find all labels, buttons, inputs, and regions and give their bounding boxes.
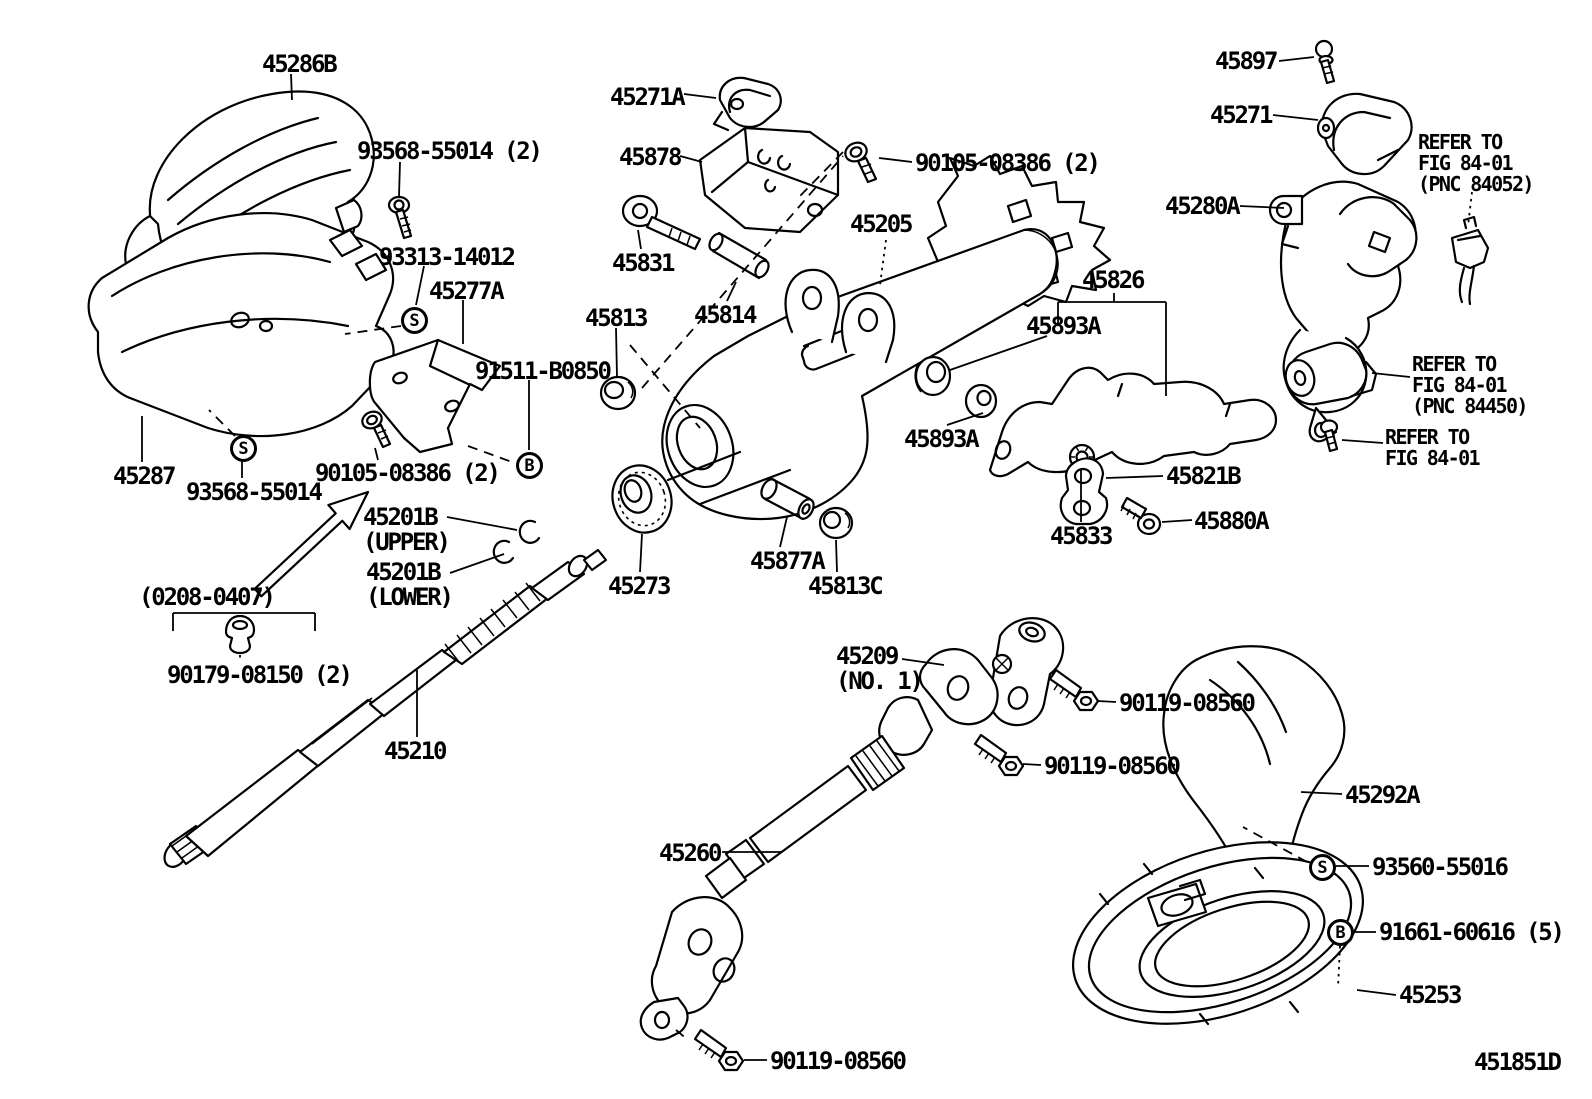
part-label-45286B: 45286B (262, 50, 338, 78)
part-label-90119-1: 90119-08560 (1119, 689, 1256, 717)
part-90119-bolt-1 (1048, 668, 1100, 712)
part-label-45277A: 45277A (429, 277, 505, 305)
part-label-91661-60616: 91661-60616 (5) (1379, 918, 1565, 946)
part-45813-bushing (599, 375, 637, 411)
part-label-45292A: 45292A (1345, 781, 1421, 809)
refer-note-pnc-84052: REFER TO FIG 84-01 (PNC 84052) (1418, 130, 1534, 196)
part-45287-column-lower-cover (87, 212, 395, 438)
part-label-91511-B0850: 91511-B0850 (475, 357, 612, 385)
part-93568-55014-screw-top (387, 195, 413, 240)
part-45273-bearing (611, 464, 673, 534)
part-label-90105-08386-top: 90105-08386 (2) (915, 149, 1101, 177)
part-label-90105-08386-left: 90105-08386 (2) (315, 459, 501, 487)
leader-lines (141, 56, 1411, 1061)
part-label-45273: 45273 (608, 572, 671, 600)
part-label-45893A-left: 45893A (904, 425, 980, 453)
part-label-45260: 45260 (659, 839, 722, 867)
part-45271-clamp (1316, 92, 1413, 176)
part-label-45893A-right: 45893A (1026, 312, 1102, 340)
part-label-45831: 45831 (612, 249, 675, 277)
part-label-93568-55014-2: 93568-55014 (2) (357, 137, 543, 165)
part-45897-screw (1314, 39, 1336, 85)
part-45814-pin (708, 231, 770, 280)
part-90105-08386-bolt-left (361, 410, 392, 449)
figure-code: 451851D (1474, 1048, 1562, 1076)
part-45253-cover-plate (1072, 841, 1364, 1026)
part-label-45210: 45210 (384, 737, 447, 765)
part-label-93313-14012: 93313-14012 (379, 243, 516, 271)
part-label-45813: 45813 (585, 304, 648, 332)
part-45880A-bolt (1120, 496, 1162, 536)
part-key-cylinder (1284, 341, 1378, 406)
part-label-45878: 45878 (619, 143, 682, 171)
part-45209-universal-joint-no1 (878, 617, 1065, 756)
part-label-45880A: 45880A (1194, 507, 1270, 535)
part-90119-bolt-2 (973, 733, 1025, 777)
construction-dashed-lines (208, 151, 1473, 1041)
part-45201B-snap-ring-upper (518, 519, 541, 544)
screw-marker-icon: S (401, 307, 428, 334)
part-wiring-connector (1450, 215, 1490, 306)
part-45260-intermediate-shaft (639, 734, 906, 1041)
part-90119-bolt-3 (693, 1028, 745, 1072)
part-label-45821B: 45821B (1166, 462, 1242, 490)
part-label-45209-no1: 45209 (NO. 1) (836, 642, 924, 695)
part-label-45280A: 45280A (1165, 192, 1241, 220)
part-label-45271A: 45271A (610, 83, 686, 111)
part-90179-08150-grommet (224, 614, 256, 655)
refer-note-fig-84-01: REFER TO FIG 84-01 (1385, 425, 1481, 470)
part-45271A-clamp (712, 76, 782, 132)
part-45831-bolt (621, 194, 702, 251)
part-45877A-spacer (760, 477, 815, 521)
part-label-45201B-upper: 45201B (UPPER) (363, 503, 451, 556)
part-45280A-clamp (1268, 194, 1304, 250)
refer-note-pnc-84450: REFER TO FIG 84-01 (PNC 84450) (1412, 352, 1528, 418)
part-label-45201B-lower: 45201B (LOWER) (366, 558, 454, 611)
part-label-45287: 45287 (113, 462, 176, 490)
part-label-45897: 45897 (1215, 47, 1278, 75)
part-45201B-snap-ring-lower (492, 539, 515, 564)
part-label-93560-55016: 93560-55016 (1372, 853, 1509, 881)
part-label-90179-08150: 90179-08150 (2) (167, 661, 353, 689)
part-45205-column-assembly (661, 154, 1112, 521)
part-45292A-column-hole-cover (1162, 645, 1346, 864)
part-label-45205: 45205 (850, 210, 913, 238)
part-label-90119-2: 90119-08560 (1044, 752, 1181, 780)
part-label-45826: 45826 (1082, 266, 1145, 294)
screw-marker-icon: S (1309, 854, 1336, 881)
part-label-90119-3: 90119-08560 (770, 1047, 907, 1075)
part-key-cylinder-screw (1319, 419, 1339, 453)
part-45878-bracket (698, 126, 840, 234)
bolt-marker-icon: B (516, 452, 543, 479)
bolt-marker-icon: B (1327, 919, 1354, 946)
part-label-45833: 45833 (1050, 522, 1113, 550)
part-45813C-bushing (818, 506, 854, 540)
part-45210-main-shaft (163, 548, 608, 868)
part-label-45814: 45814 (694, 301, 757, 329)
part-45821B-plate (1059, 457, 1109, 526)
part-90105-08386-bolt-top (844, 141, 878, 184)
part-45893A-grommet-round (964, 383, 998, 419)
part-label-45877A: 45877A (750, 547, 826, 575)
part-label-45253: 45253 (1399, 981, 1462, 1009)
part-45277A-bracket (368, 338, 502, 454)
part-label-date-range: (0208-0407) (139, 583, 276, 611)
part-label-45271: 45271 (1210, 101, 1273, 129)
pointer-arrow (253, 490, 370, 598)
part-45893A-grommet-cone (914, 355, 952, 397)
part-45826-support-bracket (988, 366, 1278, 478)
part-label-45813C: 45813C (808, 572, 884, 600)
screw-marker-icon: S (230, 435, 257, 462)
part-label-93568-55014: 93568-55014 (186, 478, 323, 506)
